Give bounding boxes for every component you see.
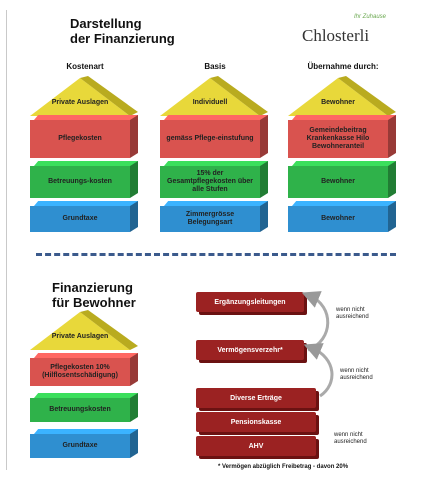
brick-ergaenzungsleitungen: Ergänzungsleitungen [196,292,304,312]
curved-arrows [301,291,334,398]
bottom-title-line2: für Bewohner [52,295,136,310]
note-3: wenn nicht ausreichend [334,432,367,445]
roof-shape [30,76,138,116]
brick-ahv: AHV [196,436,316,456]
block-bewohner-green: Bewohner [288,166,388,198]
top-title-line1: Darstellung [70,16,142,31]
col-header-kostenart: Kostenart [66,62,104,71]
brick-diverse-ertraege: Diverse Erträge [196,388,316,408]
roof-label: Individuell [192,99,228,106]
block-betreuungskosten: Betreuungs-kosten [30,166,130,198]
block-grundtaxe: Grundtaxe [30,206,130,232]
roof-private-auslagen-bottom: Private Auslagen [30,310,138,350]
roof-label: Bewohner [321,99,355,106]
block-grundtaxe-bottom: Grundtaxe [30,434,130,458]
block-zimmergroesse: Zimmergrösse Belegungsart [160,206,260,232]
left-border-line [6,10,7,470]
dashed-divider [36,253,396,256]
block-pflegekosten: Pflegekosten [30,120,130,158]
roof-label: Private Auslagen [51,99,109,106]
logo-sub: Ihr Zuhause [354,14,387,20]
roof-individuell: Individuell [160,76,268,116]
roof-private-auslagen: Private Auslagen [30,76,138,116]
arrow-up-2 [303,343,334,398]
top-title: Darstellung der Finanzierung [70,16,175,46]
arrow-up-1 [301,291,330,352]
roof-label: Private Auslagen [51,333,109,340]
block-gemaess-pflegeeinstufung: gemäss Pflege-einstufung [160,120,260,158]
col-header-uebernahme: Übernahme durch: [307,62,379,71]
block-betreuungskosten-bottom: Betreuungskosten [30,398,130,422]
logo-text: Chlosterli [302,26,370,45]
roof-shape [30,310,138,350]
roof-shape [160,76,268,116]
block-15-prozent: 15% der Gesamtpflegekosten über alle Stu… [160,166,260,198]
bottom-title: Finanzierung für Bewohner [52,280,136,310]
logo: Ihr Zuhause Chlosterli [302,14,402,50]
roof-shape [288,76,396,116]
block-bewohner-blue: Bewohner [288,206,388,232]
block-pflegekosten-10: Pflegekosten 10% (Hilflosentschädigung) [30,358,130,386]
note-1: wenn nicht ausreichend [336,307,369,320]
col-header-basis: Basis [204,62,226,71]
top-title-line2: der Finanzierung [70,31,175,46]
brick-vermoegensverzehr: Vermögensverzehr* [196,340,304,360]
roof-bewohner: Bewohner [288,76,396,116]
footnote: * Vermögen abzüglich Freibetrag - davon … [218,464,349,470]
bottom-title-line1: Finanzierung [52,280,133,295]
note-2: wenn nicht ausreichend [340,368,373,381]
brick-pensionskasse: Pensionskasse [196,412,316,432]
block-gemeindebeitrag: Gemeindebeitrag Krankenkasse Hilo Bewohn… [288,120,388,158]
